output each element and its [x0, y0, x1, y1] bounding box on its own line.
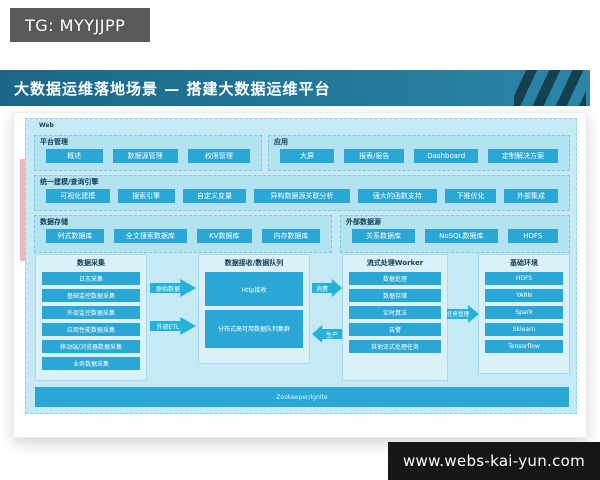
arrow-raw-data: 原始数据: [150, 279, 196, 297]
section-label: 应用: [274, 138, 288, 146]
left-accent-strip: [20, 159, 26, 261]
infra-item: Sklearn: [485, 323, 563, 336]
stream-item: 数据存储: [349, 289, 441, 302]
stream-item: 数据处理: [349, 272, 441, 285]
collect-item: 日志采集: [42, 272, 140, 285]
infra-item: HDFS: [485, 272, 563, 285]
section-query-engine: 统一建模/查询引擎 可视化建模 搜索引擎 自定义变量 异构数据源关联分析 强大的…: [34, 175, 570, 211]
platform-item: 概述: [46, 149, 103, 163]
telegram-badge: TG: MYYJJPP: [10, 8, 150, 42]
title-banner: 大数据运维落地场景 — 搭建大数据运维平台: [0, 70, 590, 106]
engine-item: 可视化建模: [46, 189, 110, 203]
section-label: 统一建模/查询引擎: [40, 178, 99, 186]
section-data-storage: 数据存储 列式数据库 全文搜索数据库 KV数据库 内存数据库: [34, 215, 332, 253]
banner-stripes-decoration: [514, 70, 586, 106]
collect-item: 移动端/浏览器数据采集: [42, 340, 140, 353]
website-url: www.webs-kai-yun.com: [402, 452, 586, 470]
stream-item: 告警: [349, 323, 441, 336]
app-item: Dashboard: [414, 149, 479, 163]
engine-item: 外部集成: [503, 189, 558, 203]
zookeeper-bar: Zookeeper/Ignite: [35, 387, 569, 407]
engine-item: 下推优化: [445, 189, 496, 203]
arrow-produce: 生产: [312, 325, 342, 343]
storage-item: 全文搜索数据库: [114, 229, 187, 243]
arrow-task-management: 任务管理: [447, 305, 479, 323]
external-item: NoSQL数据库: [425, 229, 498, 243]
queue-item: 分布式高可用数据队列集群: [205, 310, 303, 348]
platform-item: 数据源管理: [112, 149, 178, 163]
column-stream-processing: 流式处理Worker 数据处理 数据存储 实时算法 告警 其他流式处理任务: [342, 254, 448, 381]
storage-item: KV数据库: [196, 229, 252, 243]
infra-item: Spark: [485, 306, 563, 319]
stream-item: 实时算法: [349, 306, 441, 319]
arrow-external-etl: 外部ETL: [150, 317, 196, 335]
web-label: Web: [39, 122, 54, 129]
column-label: 基础环境: [510, 259, 538, 267]
collect-item: 外部监控数据采集: [42, 306, 140, 319]
telegram-badge-text: TG: MYYJJPP: [25, 15, 126, 35]
collect-item: 业务数据采集: [42, 357, 140, 370]
platform-item: 权限管理: [187, 149, 250, 163]
queue-item: Http接收: [205, 272, 303, 306]
collect-item: 基础监控数据采集: [42, 289, 140, 302]
app-item: 报表/报告: [344, 149, 405, 163]
column-data-collection: 数据采集 日志采集 基础监控数据采集 外部监控数据采集 应用性能数据采集 移动端…: [35, 254, 147, 381]
infra-item: YARN: [485, 289, 563, 302]
diagram-panel: Web 平台管理 概述 数据源管理 权限管理 应用 大屏 报表/报告 Dashb…: [13, 112, 587, 438]
engine-item: 搜索引擎: [117, 189, 175, 203]
page-title: 大数据运维落地场景 — 搭建大数据运维平台: [14, 79, 331, 98]
column-data-queue: 数据接收/数据队列 Http接收 分布式高可用数据队列集群: [198, 254, 310, 364]
web-container: Web 平台管理 概述 数据源管理 权限管理 应用 大屏 报表/报告 Dashb…: [25, 118, 577, 414]
section-label: 外部数据源: [346, 218, 381, 226]
external-item: 关系数据库: [352, 229, 416, 243]
section-label: 数据存储: [40, 218, 68, 226]
external-item: HDFS: [507, 229, 558, 243]
column-base-environment: 基础环境 HDFS YARN Spark Sklearn Tensorflow: [478, 254, 570, 374]
stream-item: 其他流式处理任务: [349, 340, 441, 353]
section-applications: 应用 大屏 报表/报告 Dashboard 定制解决方案: [268, 135, 570, 171]
app-item: 大屏: [280, 149, 335, 163]
website-footer: www.webs-kai-yun.com: [388, 442, 600, 480]
column-label: 数据采集: [77, 259, 105, 267]
storage-item: 内存数据库: [261, 229, 320, 243]
engine-item: 自定义变量: [182, 189, 247, 203]
column-label: 流式处理Worker: [366, 259, 424, 267]
section-external-datasources: 外部数据源 关系数据库 NoSQL数据库 HDFS: [340, 215, 570, 253]
column-label: 数据接收/数据队列: [224, 259, 284, 267]
collect-item: 应用性能数据采集: [42, 323, 140, 336]
storage-item: 列式数据库: [46, 229, 105, 243]
arrow-consume: 消费: [312, 279, 342, 297]
app-item: 定制解决方案: [488, 149, 558, 163]
engine-item: 异构数据源关联分析: [254, 189, 350, 203]
section-platform-management: 平台管理 概述 数据源管理 权限管理: [34, 135, 262, 171]
infra-item: Tensorflow: [485, 340, 563, 353]
engine-item: 强大的函数支持: [357, 189, 438, 203]
section-label: 平台管理: [40, 138, 68, 146]
